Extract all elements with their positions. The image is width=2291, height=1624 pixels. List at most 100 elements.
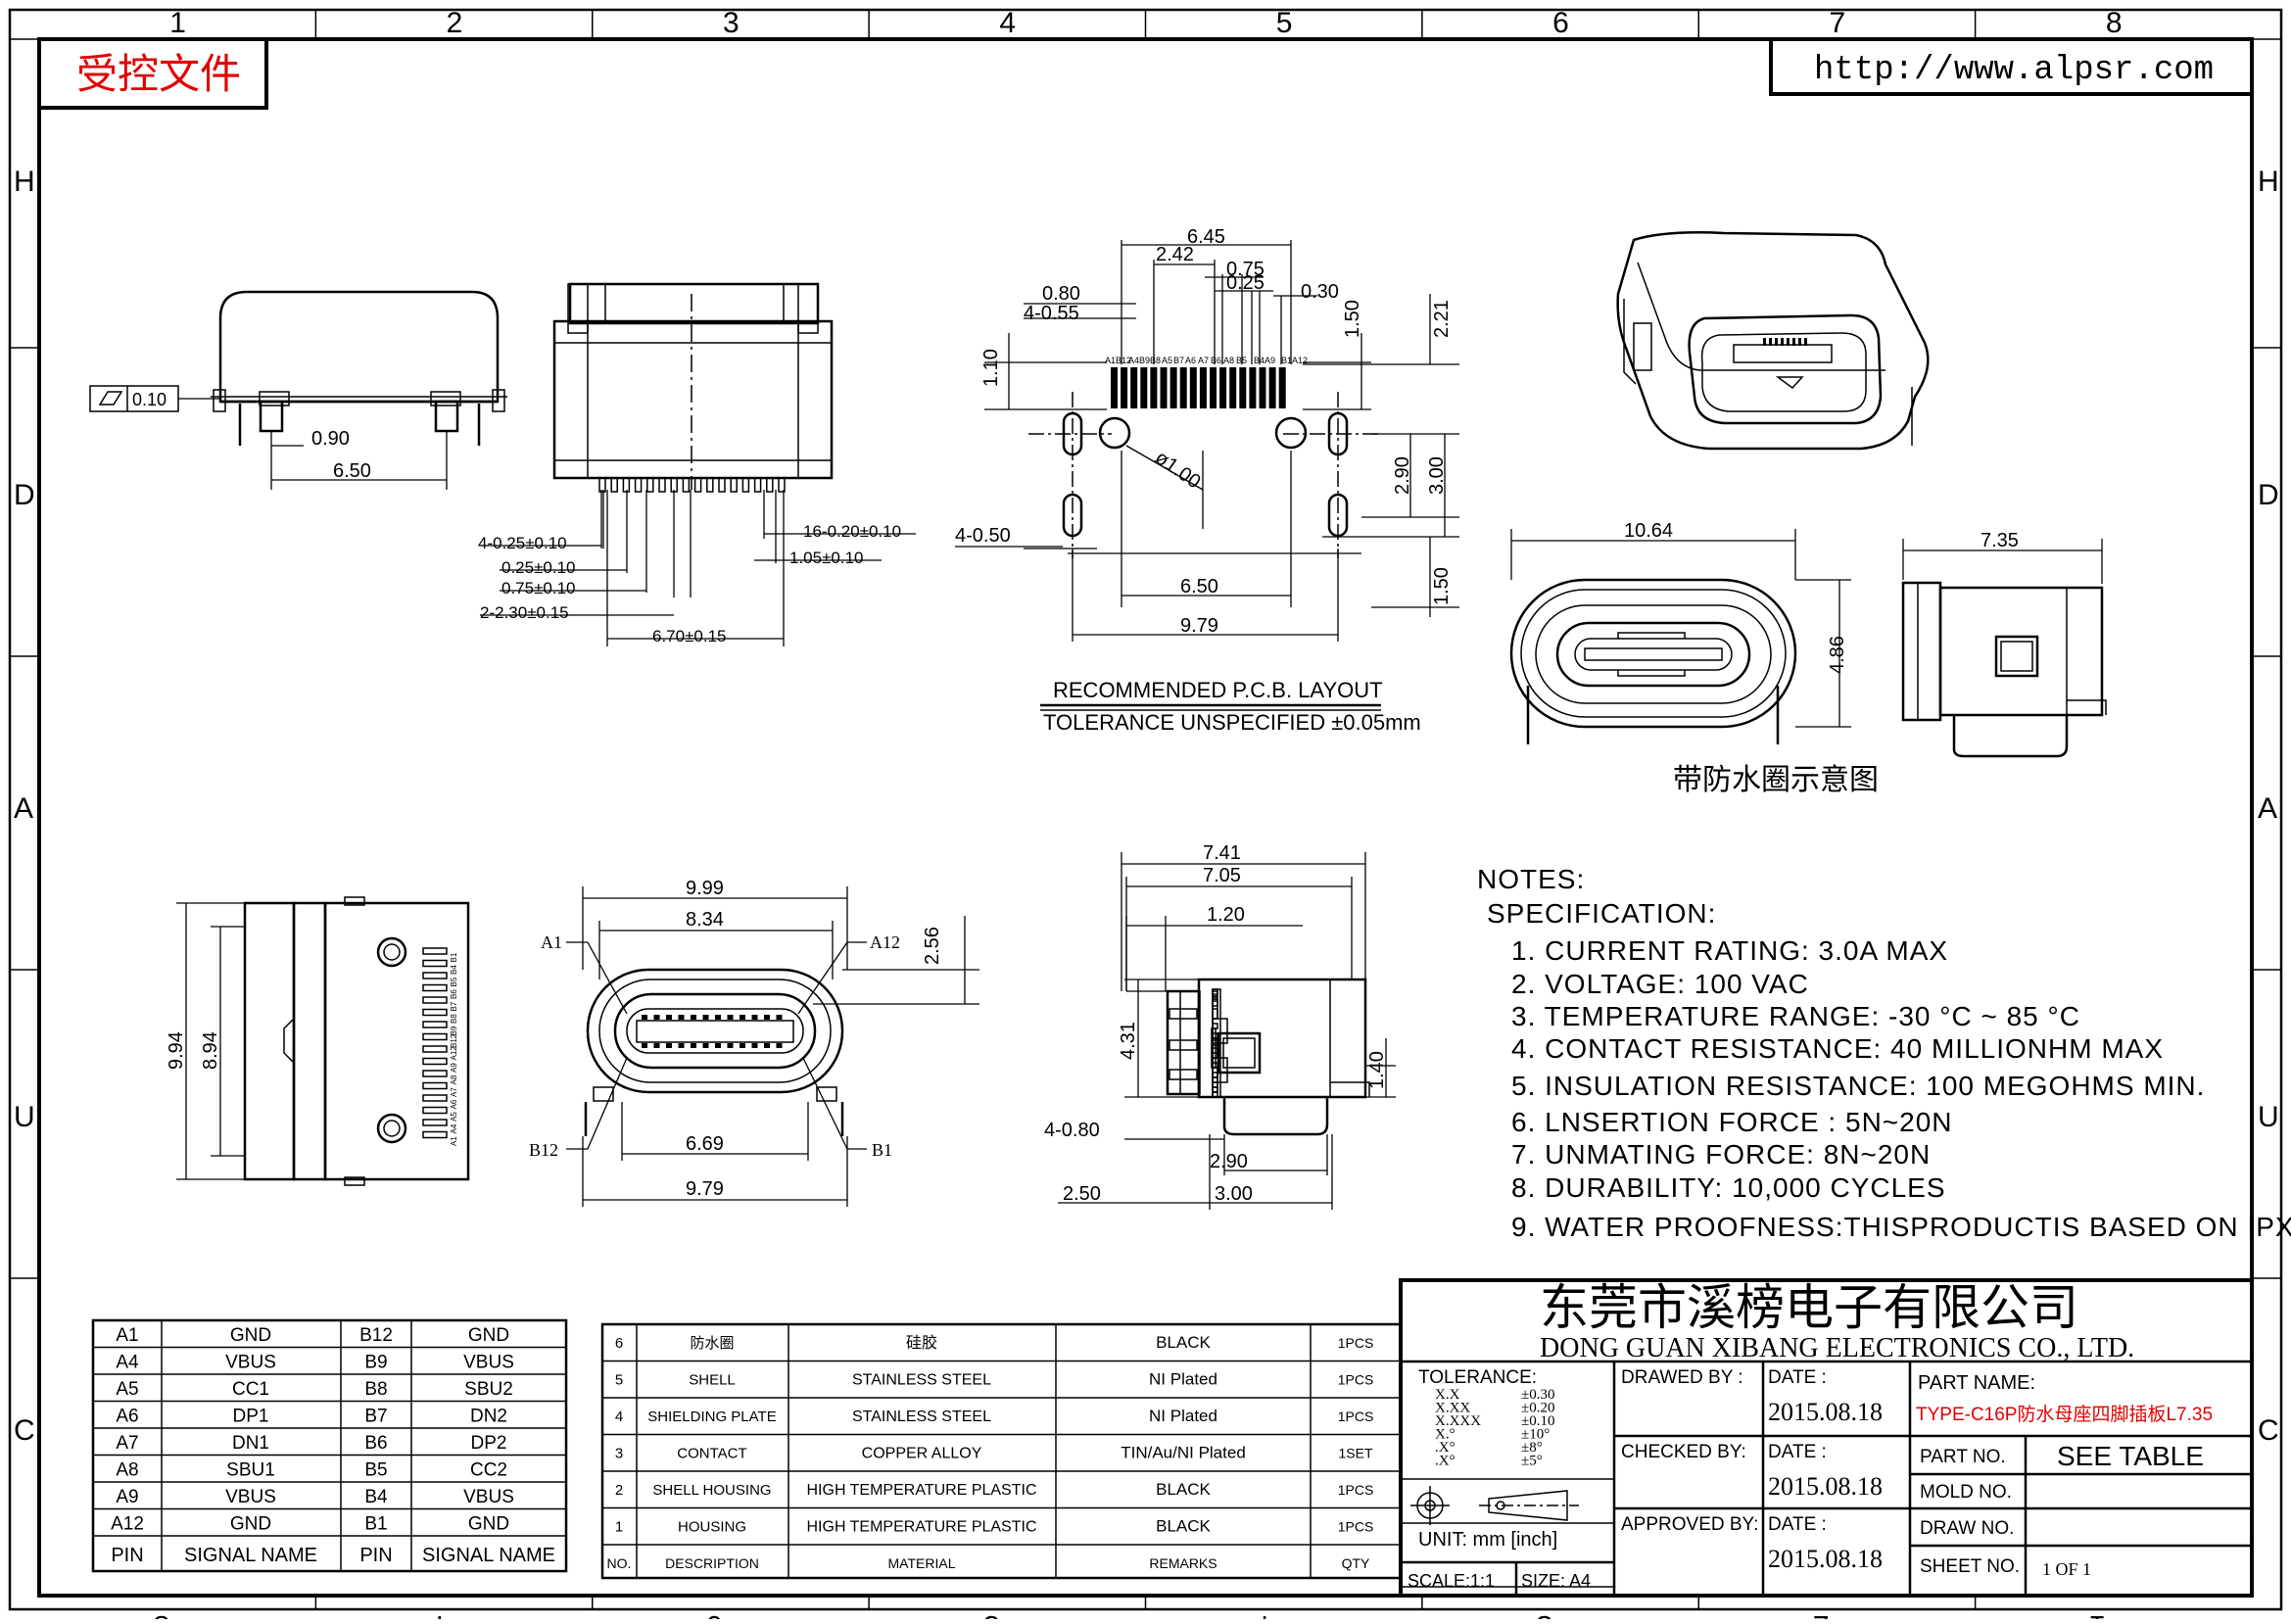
top-pin-label: B9 <box>450 1026 458 1035</box>
dim-0-25: 0.25±0.10 <box>501 558 576 577</box>
grid-row-right: C <box>2258 1414 2279 1447</box>
grid-col-bottom: 4 <box>1260 1609 1276 1619</box>
tol-value: ±8° <box>1521 1440 1543 1456</box>
front-pin <box>706 477 714 493</box>
note-item: 3. TEMPERATURE RANGE: -30 °C ~ 85 °C <box>1511 1001 2080 1031</box>
scale-label: SCALE:1:1 <box>1408 1571 1495 1591</box>
top-pin <box>422 1130 448 1139</box>
dim-6-50: 6.50 <box>1180 576 1218 597</box>
iso-pin <box>1763 338 1766 346</box>
pin-table-cell: CC1 <box>232 1379 269 1400</box>
pin-table-cell: GND <box>468 1514 509 1535</box>
dim-0-30: 0.30 <box>1301 281 1339 303</box>
top-pin <box>422 959 448 968</box>
pcb-pad <box>1169 367 1177 408</box>
face-pin-bottom <box>653 1043 660 1048</box>
pcb-pin-label: A6 <box>1185 356 1196 365</box>
note-item: 1. CURRENT RATING: 3.0A MAX <box>1511 935 1948 966</box>
bom-cell: 1PCS <box>1338 1482 1374 1498</box>
face-pin-top <box>764 1015 770 1020</box>
dim-2-21: 2.21 <box>1431 300 1453 338</box>
waterproof-caption: 带防水圈示意图 <box>1673 764 1879 796</box>
grid-col-bottom: 3 <box>1536 1609 1552 1619</box>
dim-4-0-80: 4-0.80 <box>1044 1120 1100 1141</box>
bom-cell: 硅胶 <box>906 1334 937 1352</box>
bom-header: REMARKS <box>1149 1555 1217 1571</box>
sheet-no: 1 OF 1 <box>2042 1559 2091 1579</box>
bom-cell: 1PCS <box>1338 1335 1374 1351</box>
grid-row-left: C <box>14 1414 35 1447</box>
part-no-label: PART NO. <box>1920 1447 2006 1467</box>
pcb-pad <box>1239 367 1247 408</box>
tol-key: X.X <box>1435 1387 1460 1403</box>
dim-3-00: 3.00 <box>1426 456 1448 495</box>
sheet-no-label: SHEET NO. <box>1920 1556 2020 1577</box>
callout-b1: B1 <box>872 1140 892 1160</box>
controlled-doc-stamp: 受控文件 <box>76 52 241 98</box>
pcb-pad <box>1189 367 1197 408</box>
bom-cell: 1 <box>615 1519 623 1536</box>
top-pin <box>422 947 448 955</box>
dim-7-05: 7.05 <box>1203 865 1241 886</box>
top-pin-label: A1 <box>450 1136 458 1146</box>
pin-table-cell: B8 <box>364 1379 387 1400</box>
face-pin-bottom <box>740 1043 745 1048</box>
pcb-layout-title: RECOMMENDED P.C.B. LAYOUT <box>1053 678 1383 702</box>
pcb-pin-label: A7 <box>1198 356 1209 365</box>
pin-table-header: SIGNAL NAME <box>422 1545 555 1566</box>
mold-no-label: MOLD NO. <box>1920 1482 2012 1503</box>
dim-4-0-50: 4-0.50 <box>955 525 1011 547</box>
face-pin-bottom <box>776 1043 783 1048</box>
bom-cell: 5 <box>615 1372 623 1389</box>
front-pin <box>670 477 678 493</box>
grid-row-left: U <box>14 1101 35 1133</box>
pin-table-cell: B5 <box>364 1460 387 1481</box>
grid-row-left: D <box>14 479 35 511</box>
grid-col-bottom: 2 <box>1813 1609 1830 1619</box>
front-pin <box>682 477 691 493</box>
bom-cell: STAINLESS STEEL <box>852 1409 991 1425</box>
dim-8-94: 8.94 <box>200 1031 221 1070</box>
pin-table-cell: A12 <box>111 1514 144 1535</box>
pcb-pin-label: B4A9 <box>1254 356 1275 365</box>
face-pin-bottom <box>666 1043 672 1048</box>
bom-cell: NI Plated <box>1149 1370 1217 1389</box>
pin-table-cell: B1 <box>364 1514 387 1535</box>
pin-table-cell: VBUS <box>225 1487 276 1507</box>
dim-0-25: 0.25 <box>1226 272 1265 294</box>
bom-cell: CONTACT <box>677 1446 746 1462</box>
front-pin <box>598 477 606 493</box>
bom-cell: BLACK <box>1156 1480 1211 1499</box>
bom-header: MATERIAL <box>888 1555 956 1571</box>
front-pin <box>778 477 786 493</box>
dim-1-50-b: 1.50 <box>1431 567 1453 605</box>
pcb-pin-label: B8 <box>1150 356 1161 365</box>
top-pin <box>422 1057 448 1066</box>
date-label-1: DATE : <box>1768 1367 1827 1388</box>
top-pin <box>422 972 448 979</box>
grid-row-right: H <box>2258 166 2279 198</box>
grid-col-bottom: 6 <box>706 1609 723 1619</box>
pcb-pad <box>1278 367 1286 408</box>
draw-no-label: DRAW NO. <box>1920 1518 2014 1539</box>
tol-value: ±0.30 <box>1521 1387 1554 1403</box>
pin-table-cell: A4 <box>116 1353 139 1373</box>
dim-2-50: 2.50 <box>1063 1183 1101 1205</box>
face-pin-bottom <box>678 1043 685 1048</box>
pin-table-cell: SBU2 <box>464 1379 513 1400</box>
pin-table-cell: B12 <box>359 1325 393 1346</box>
dim-2-90: 2.90 <box>1210 1151 1248 1172</box>
front-pin <box>766 477 774 493</box>
right-view-real: 7.41 7.05 1.20 4.31 1.40 4-0.80 2.90 2.5… <box>1044 842 1396 1210</box>
bom-header: QTY <box>1342 1555 1370 1571</box>
pcb-pad <box>1179 367 1187 408</box>
grid-col-top: 7 <box>1829 7 1845 39</box>
pin-table-header: PIN <box>359 1545 392 1566</box>
pin-table-cell: B9 <box>364 1353 387 1373</box>
face-pin-top <box>653 1015 660 1020</box>
bom-cell: HIGH TEMPERATURE PLASTIC <box>807 1519 1037 1536</box>
dim-6-70: 6.70±0.15 <box>652 627 727 645</box>
grid-col-top: 6 <box>1552 7 1569 39</box>
pcb-pad <box>1111 367 1118 408</box>
